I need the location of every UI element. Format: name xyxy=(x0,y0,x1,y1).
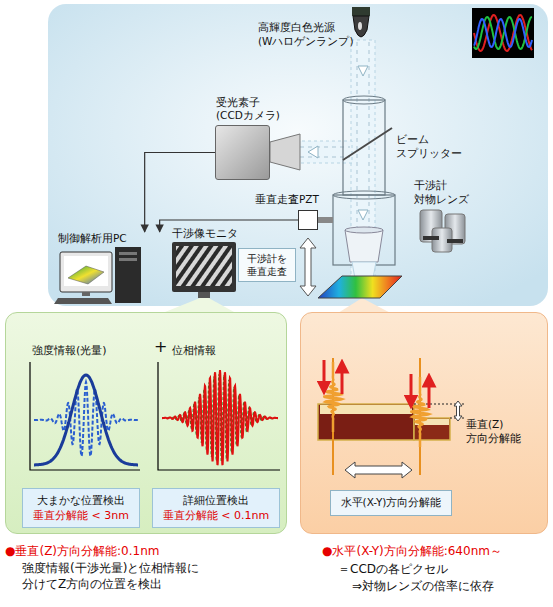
pc-illustration-part xyxy=(60,252,112,292)
scan-double-arrow xyxy=(300,238,316,296)
scan-box: 干渉計を 垂直走査 xyxy=(238,248,296,282)
objective-lens-part xyxy=(333,191,395,199)
node-text: 垂直(Z) 方向分解能 xyxy=(466,417,540,445)
beam-tube-part xyxy=(343,100,385,195)
lamp-symbol-part xyxy=(353,16,369,37)
xy-resolution-box: 水平(X-Y)方向分解能 xyxy=(330,490,452,516)
pc-illustration-part xyxy=(119,252,137,255)
objective-lens xyxy=(333,191,395,284)
monitor-illustration-part xyxy=(176,246,232,286)
sample-surface xyxy=(318,276,402,298)
node-text: 垂直分解能 < 0.1nm xyxy=(163,508,269,523)
light-beam-part xyxy=(358,210,368,220)
lens-photo xyxy=(420,210,465,252)
node-text: 水平(X-Y)方向分解能 xyxy=(341,496,442,510)
light-beam-part xyxy=(358,66,368,76)
coarse-detect-box: 大まかな位置検出垂直分解能 < 3nm xyxy=(22,488,140,528)
beam-tube-part xyxy=(343,128,392,160)
lamp-symbol-part xyxy=(352,7,370,16)
top-panel xyxy=(48,4,548,306)
pc-illustration-part xyxy=(82,292,90,296)
lamp-symbol xyxy=(352,7,370,37)
wave-thumbnail-part xyxy=(474,17,532,49)
node-text: + xyxy=(154,337,167,356)
objective-lens-part xyxy=(333,195,395,265)
monitor-illustration-part xyxy=(198,292,210,298)
lamp-symbol-part xyxy=(358,22,362,30)
label-text: ＝CCDの各ピクセル xyxy=(338,561,448,577)
pzt-arm xyxy=(318,217,333,223)
pzt-box: 垂直走査PZT xyxy=(298,210,318,230)
camera-lens xyxy=(270,134,300,170)
lens-photo-part xyxy=(447,239,463,243)
fine-detect-box: 詳細位置検出垂直分解能 < 0.1nm xyxy=(152,488,280,528)
node-text: 詳細位置検出 xyxy=(183,493,249,508)
pc-illustration-part xyxy=(115,247,141,303)
ccd-camera: 受光素子 (CCDカメラ) xyxy=(215,125,270,180)
node-text: 強度情報(光量) xyxy=(32,343,107,358)
wave-thumbnail-part xyxy=(474,19,532,47)
light-beam-part xyxy=(308,146,318,158)
pc-illustration-part xyxy=(68,266,104,284)
node-text: 大まかな位置検出 xyxy=(37,493,125,508)
lens-photo-part xyxy=(420,210,442,242)
monitor-illustration xyxy=(172,242,236,298)
green-panel: 強度情報(光量)+位相情報大まかな位置検出垂直分解能 < 3nm詳細位置検出垂直… xyxy=(5,312,287,534)
connector-line xyxy=(145,153,215,233)
pc-illustration-part xyxy=(64,256,108,286)
label-text: ⇒対物レンズの倍率に依存 xyxy=(352,578,494,594)
monitor-illustration-part xyxy=(172,242,236,292)
lens-photo-part xyxy=(423,236,439,240)
label-text: 強度情報(干渉光量)と位相情報に 分けてZ方向の位置を検出 xyxy=(22,560,262,592)
light-beam-part xyxy=(292,147,350,148)
label-text: 干渉像モニタ xyxy=(172,226,238,240)
node-text: 位相情報 xyxy=(172,343,216,358)
node-text: 制御解析用PC xyxy=(58,232,127,246)
objective-lens-part xyxy=(345,230,383,262)
orange-panel: 垂直(Z) 方向分解能水平(X-Y)方向分解能 xyxy=(300,312,548,534)
light-beam-part xyxy=(292,157,350,158)
pc-illustration xyxy=(54,247,141,304)
wave-thumbnail-part xyxy=(472,8,534,58)
wave-thumbnail xyxy=(472,8,534,58)
wave-thumbnail-part xyxy=(474,15,532,51)
beam-tube-part xyxy=(343,96,385,104)
objective-lens-part xyxy=(345,227,383,233)
label-text: ●水平(X-Y)方向分解能:640nm～ xyxy=(322,543,502,559)
node-text: 受光素子 (CCDカメラ) xyxy=(216,96,290,122)
label-text: ビーム スプリッター xyxy=(396,132,462,160)
pc-illustration-part xyxy=(119,258,137,261)
node-text: 垂直走査PZT xyxy=(255,193,319,207)
pc-illustration-part xyxy=(54,298,112,304)
label-text: ●垂直(Z)方向分解能:0.1nm xyxy=(5,543,159,559)
beam-tube xyxy=(343,96,392,195)
pc-node: 制御解析用PC xyxy=(58,232,165,304)
label-text: 干渉計 対物レンズ xyxy=(414,178,480,206)
node-text: 干渉計を 垂直走査 xyxy=(239,252,295,278)
node-text: 垂直分解能 < 3nm xyxy=(33,508,129,523)
label-text: 高輝度白色光源 (Wハロゲンランプ) xyxy=(258,20,362,48)
